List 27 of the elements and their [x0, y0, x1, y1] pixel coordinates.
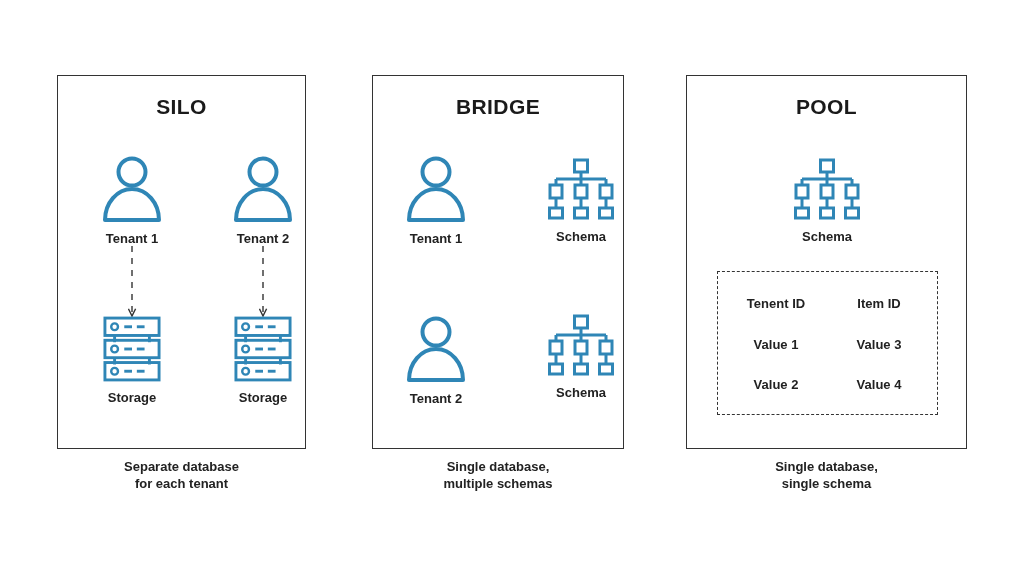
- dashed-arrow: [127, 245, 137, 317]
- panel-heading: BRIDGE: [455, 95, 541, 119]
- icon-label: Tenant 1: [105, 231, 159, 246]
- icon-label: Tenant 2: [236, 231, 290, 246]
- field-value: Value 2: [753, 376, 799, 392]
- icon-label: Storage: [107, 390, 157, 405]
- field-value: Value 1: [753, 336, 799, 351]
- field-value: Value 4: [856, 376, 902, 392]
- field-name: Tenent ID: [746, 295, 806, 311]
- icon-label: Schema: [556, 229, 606, 244]
- field-value: Value 3: [856, 336, 902, 351]
- icon-label: Tenant 1: [409, 231, 463, 246]
- panel-caption: Single database, single schema: [774, 458, 879, 492]
- panel-heading: SILO: [156, 95, 207, 119]
- icon-label: Tenant 2: [409, 391, 463, 406]
- panel: [57, 75, 306, 449]
- panel: [372, 75, 624, 449]
- panel: [686, 75, 967, 449]
- icon-label: Schema: [802, 229, 852, 244]
- panel-heading: POOL: [795, 95, 858, 119]
- icon-label: Schema: [556, 385, 606, 400]
- panel-caption: Single database, multiple schemas: [442, 458, 554, 492]
- dashed-frame: [717, 271, 938, 415]
- field-name: Item ID: [857, 295, 901, 311]
- panel-caption: Separate database for each tenant: [123, 458, 240, 492]
- icon-label: Storage: [238, 390, 288, 405]
- dashed-arrow: [258, 245, 268, 317]
